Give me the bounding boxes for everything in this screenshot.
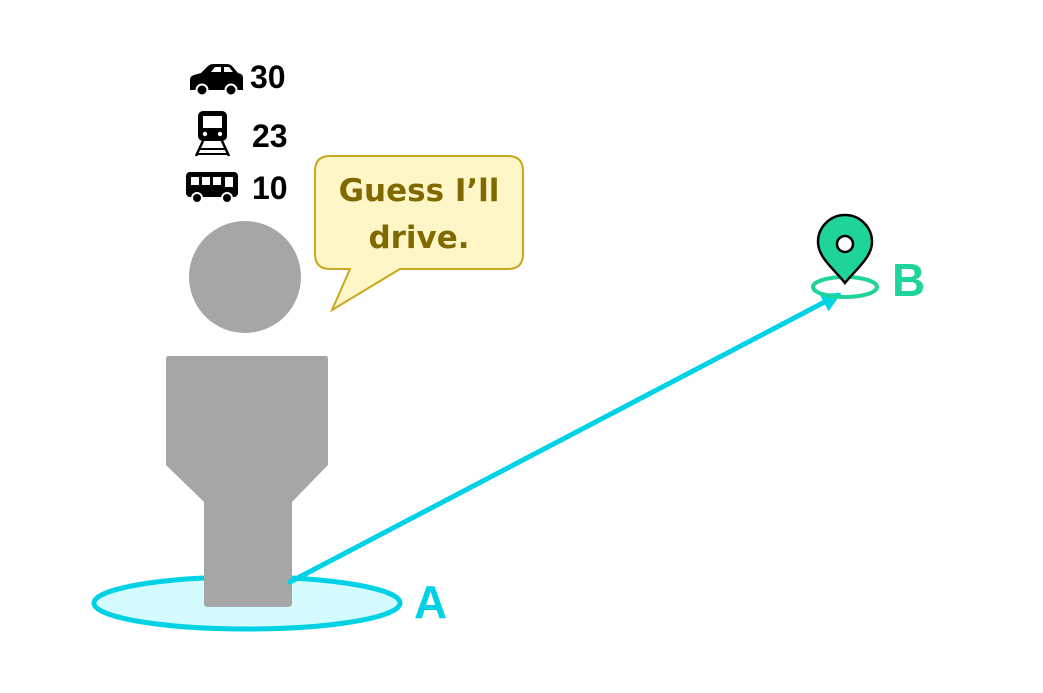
route-arrow xyxy=(287,292,842,585)
person-figure xyxy=(166,221,328,607)
speech-line-2: drive. xyxy=(368,220,469,256)
bus-icon xyxy=(186,172,238,204)
map-pin-hole xyxy=(835,234,855,254)
car-value: 30 xyxy=(250,59,286,95)
train-value: 23 xyxy=(252,118,288,154)
mode-list: 30 23 10 xyxy=(186,59,288,206)
speech-bubble-shape xyxy=(314,155,524,313)
car-icon xyxy=(190,64,243,97)
bus-value: 10 xyxy=(252,170,288,206)
train-icon xyxy=(194,111,231,157)
speech-line-1: Guess I’ll xyxy=(339,173,500,209)
speech-bubble: Guess I’ll drive. xyxy=(314,155,524,313)
person-head xyxy=(189,221,301,333)
person-body xyxy=(166,356,328,607)
destination-marker xyxy=(811,213,879,299)
destination-label: B xyxy=(892,254,925,306)
origin-label: A xyxy=(414,576,447,628)
